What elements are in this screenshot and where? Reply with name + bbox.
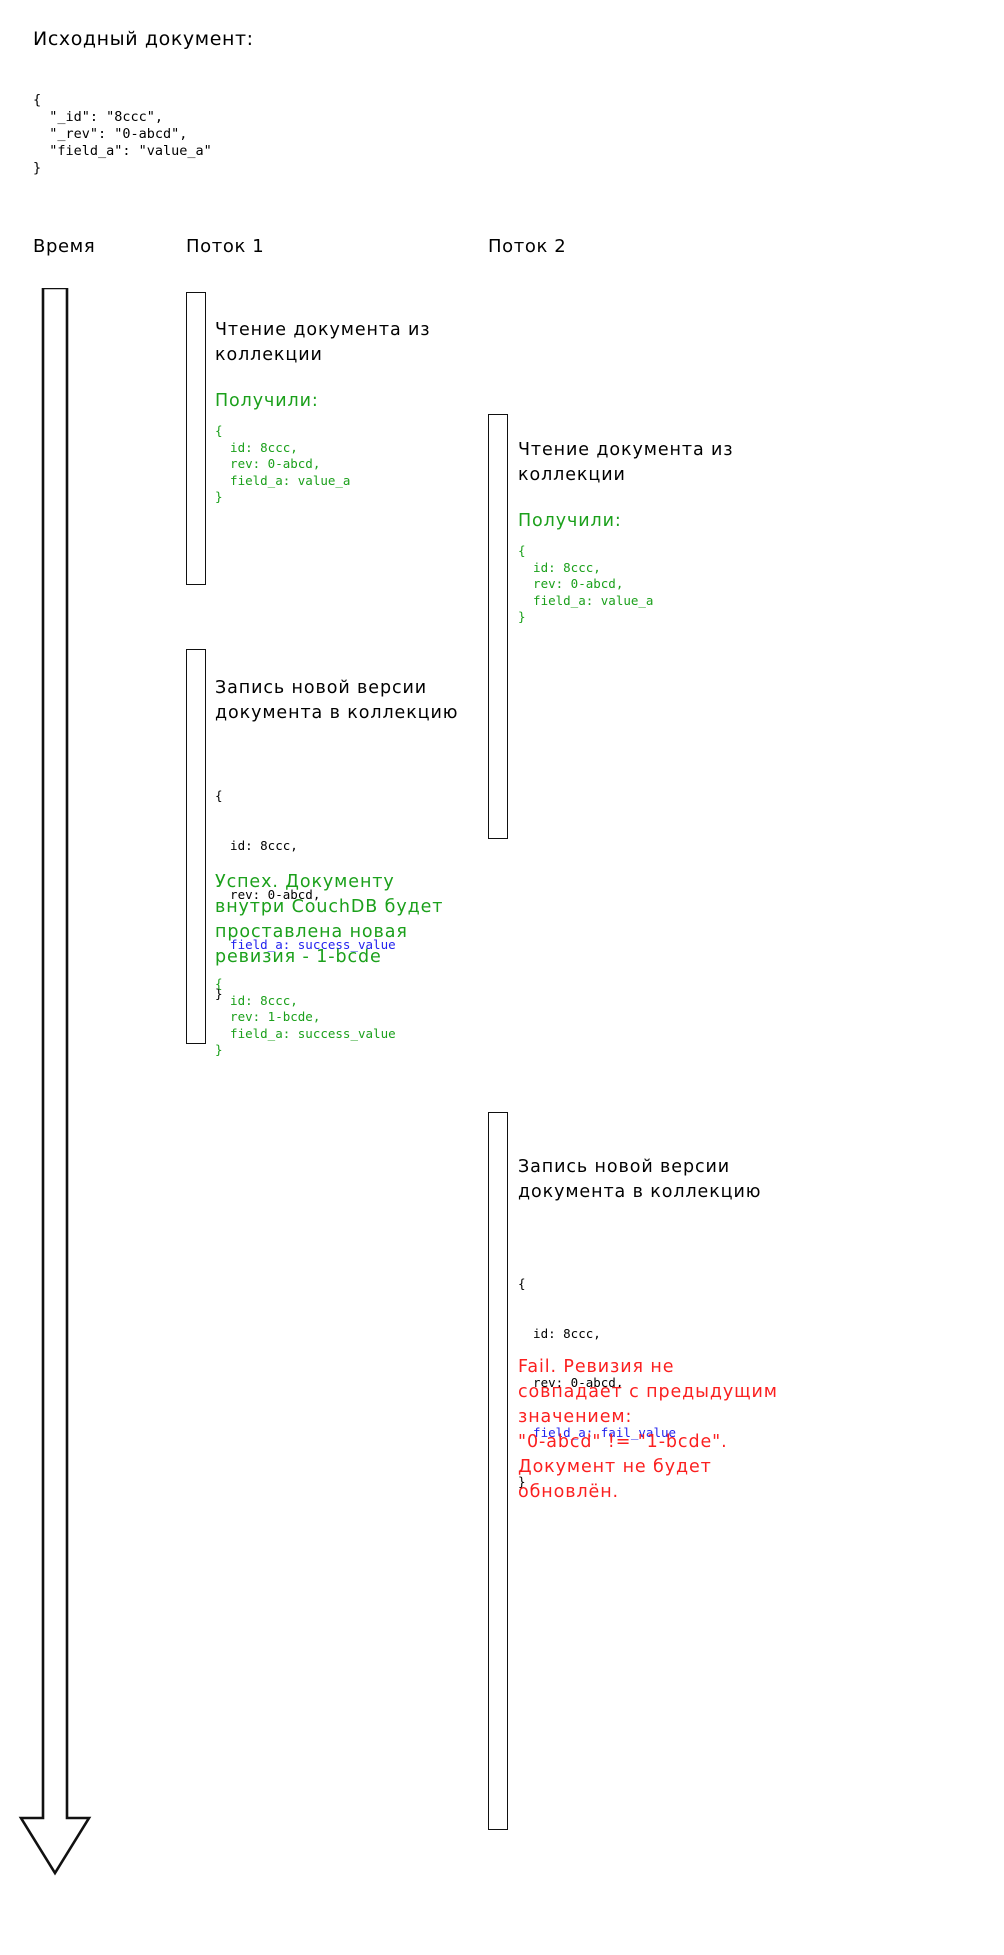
payload-line-close: } <box>215 986 223 1001</box>
thread-2-step-1-result-label: Получили: <box>518 511 622 531</box>
payload-line-field: field_a: success_value <box>215 936 396 952</box>
column-header-thread-1: Поток 1 <box>186 236 265 257</box>
thread-1-step-1-result-json: { id: 8ccc, rev: 0-abcd, field_a: value_… <box>215 423 351 504</box>
thread-2-step-2-payload: { id: 8ccc, rev: 0-abcd, field_a: fail_v… <box>518 1243 676 1524</box>
thread-2-activation-bar-1 <box>488 414 508 839</box>
payload-line-field: field_a: fail_value <box>518 1424 677 1440</box>
thread-2-step-1-title: Чтение документа из коллекции <box>518 440 734 485</box>
source-document-title: Исходный документ: <box>33 28 254 50</box>
thread-1-activation-bar-2 <box>186 649 206 1044</box>
thread-1-step-2-outcome: Успех. Документу внутри CouchDB будет пр… <box>215 872 444 967</box>
thread-2-step-2-outcome: Fail. Ревизия не совпадает с предыдущим … <box>518 1357 778 1502</box>
column-header-time: Время <box>33 236 96 257</box>
payload-line-rev: rev: 0-abcd, <box>215 887 321 902</box>
source-document-json: { "_id": "8ccc", "_rev": "0-abcd", "fiel… <box>33 92 212 176</box>
thread-1-step-2-title: Запись новой версии документа в коллекци… <box>215 678 459 723</box>
thread-2-step-1-result-json: { id: 8ccc, rev: 0-abcd, field_a: value_… <box>518 543 654 624</box>
thread-1-activation-bar-1 <box>186 292 206 585</box>
thread-1-step-2-outcome-json: { id: 8ccc, rev: 1-bcde, field_a: succes… <box>215 976 396 1057</box>
thread-1-step-1-result-label: Получили: <box>215 391 319 411</box>
thread-1-step-1-title: Чтение документа из коллекции <box>215 320 431 365</box>
column-header-thread-2: Поток 2 <box>488 236 567 257</box>
payload-line-open: { <box>215 788 223 803</box>
payload-line-id: id: 8ccc, <box>215 837 298 853</box>
thread-1-step-2-payload: { id: 8ccc, rev: 0-abcd, field_a: succes… <box>215 755 396 1036</box>
thread-2-step-2-title: Запись новой версии документа в коллекци… <box>518 1157 762 1202</box>
payload-line-rev: rev: 0-abcd, <box>518 1375 624 1390</box>
payload-line-close: } <box>518 1474 526 1489</box>
time-arrow-icon <box>18 288 92 1876</box>
payload-line-id: id: 8ccc, <box>518 1325 601 1341</box>
thread-2-activation-bar-2 <box>488 1112 508 1830</box>
payload-line-open: { <box>518 1276 526 1291</box>
